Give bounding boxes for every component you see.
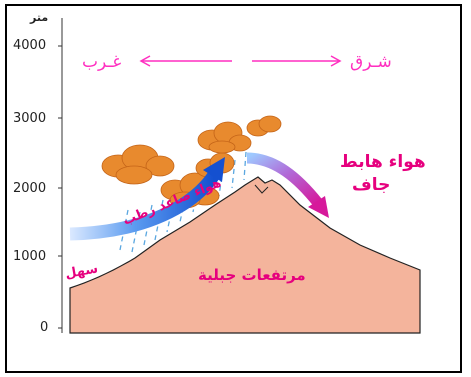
descending-air-label-line2: جاف: [352, 175, 390, 195]
mountain-ridge: [254, 184, 269, 194]
cloud: [246, 115, 282, 137]
y-tick-label: 3000: [13, 111, 46, 126]
east-direction: شـرق: [252, 52, 392, 72]
y-tick-label: 2000: [13, 181, 46, 196]
y-axis-unit: متر: [29, 11, 48, 24]
rising-air-arrowhead: [203, 157, 225, 182]
rising-air-arrow: [69, 171, 220, 241]
plain-label: سهل: [64, 261, 99, 281]
east-label: شـرق: [350, 52, 392, 72]
y-tick-label: 4000: [13, 38, 46, 53]
west-direction: غـرب: [82, 52, 232, 72]
y-tick-label: 1000: [13, 249, 46, 264]
mountain-shape: [69, 176, 421, 334]
mountain-label: مرتفعات جبلية: [198, 266, 306, 284]
y-tick-label: 0: [40, 320, 48, 335]
west-label: غـرب: [82, 52, 121, 72]
cloud: [197, 121, 252, 154]
descending-air-arrowhead: [308, 196, 329, 218]
descending-air-arrow: [246, 152, 323, 207]
descending-air-label-line1: هواء هابط: [340, 152, 426, 172]
west-arrow-head: [139, 55, 151, 67]
cloud: [101, 144, 175, 185]
east-arrow-head: [330, 55, 342, 67]
y-axis: متر 4000 3000 2000 1000 0: [13, 11, 63, 335]
